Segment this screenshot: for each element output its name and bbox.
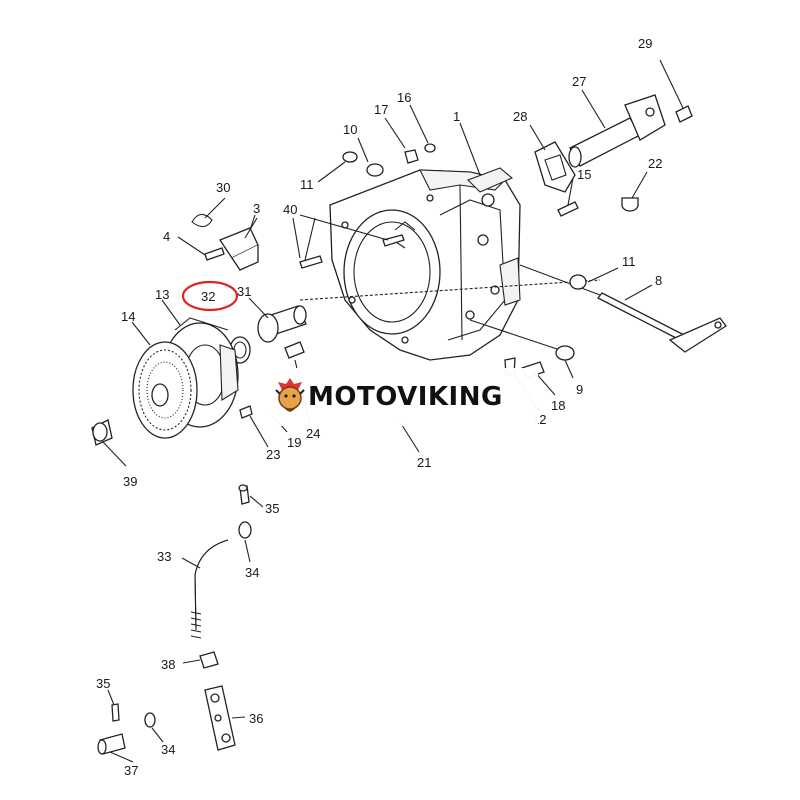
label-3: 3 <box>253 201 261 216</box>
label-23: 23 <box>266 447 281 462</box>
label-27: 27 <box>572 74 587 89</box>
part-36-lever <box>204 685 236 751</box>
part-28-gasket <box>534 141 576 193</box>
part-34-washer-lower <box>144 712 156 728</box>
viking-logo-icon <box>275 378 305 412</box>
part-38-nut <box>199 651 219 669</box>
part-29-bolt <box>659 59 693 123</box>
part-3-release-fork <box>219 214 259 271</box>
part-9-plug <box>555 345 575 361</box>
part-24-fitting <box>284 341 305 359</box>
label-1: 1 <box>453 109 461 124</box>
label-32: 32 <box>201 289 216 304</box>
label-11-right: 11 <box>622 254 636 269</box>
label-21: 21 <box>417 455 432 470</box>
highlight-circle-32 <box>181 280 239 312</box>
watermark: MOTOVIKING <box>262 368 538 426</box>
part-23-bolt <box>239 405 253 419</box>
label-37: 37 <box>124 763 139 778</box>
part-40-stud-b <box>382 234 405 247</box>
label-16: 16 <box>397 90 412 105</box>
label-31: 31 <box>237 284 252 299</box>
label-11-top: 11 <box>300 177 314 192</box>
part-22-plug <box>621 197 639 212</box>
label-19: 19 <box>287 435 302 450</box>
label-34-upper: 34 <box>245 565 260 580</box>
label-4: 4 <box>163 229 171 244</box>
part-30-spring <box>191 213 213 228</box>
label-36: 36 <box>249 711 264 726</box>
part-27-shaft <box>568 94 666 168</box>
part-34-washer-upper <box>238 521 252 539</box>
label-8: 8 <box>655 273 663 288</box>
label-28: 28 <box>513 109 528 124</box>
watermark-text: MOTOVIKING <box>308 382 503 412</box>
part-35-bolt-lower <box>111 703 120 722</box>
label-15: 15 <box>577 167 592 182</box>
label-30: 30 <box>216 180 231 195</box>
label-13: 13 <box>155 287 170 302</box>
label-33: 33 <box>157 549 172 564</box>
label-39: 39 <box>123 474 138 489</box>
label-18: 18 <box>551 398 566 413</box>
label-34-lower: 34 <box>161 742 176 757</box>
part-37-pin <box>97 733 126 755</box>
part-40-stud-a <box>299 255 323 269</box>
label-14: 14 <box>121 309 136 324</box>
part-39-bushing <box>91 419 113 446</box>
label-17: 17 <box>374 102 389 117</box>
label-22: 22 <box>648 156 663 171</box>
label-38: 38 <box>161 657 176 672</box>
part-10-clip <box>342 151 358 163</box>
label-40: 40 <box>283 202 298 217</box>
part-16-washer <box>424 143 436 153</box>
part-11-bushing-top <box>366 163 384 177</box>
clutch-housing <box>329 167 521 361</box>
part-33-rod <box>190 539 229 639</box>
label-29: 29 <box>638 36 653 51</box>
label-35-upper: 35 <box>265 501 280 516</box>
part-4-pin <box>204 247 225 261</box>
part-8-shaft <box>596 292 727 353</box>
part-17-nut <box>404 149 419 164</box>
part-11-bushing <box>569 274 587 290</box>
part-15-pin <box>557 201 579 217</box>
label-10: 10 <box>343 122 358 137</box>
part-14-clutch-disc <box>132 341 198 439</box>
part-31-sleeve <box>257 305 307 343</box>
part-35-bolt-upper <box>238 484 250 505</box>
label-9: 9 <box>576 382 584 397</box>
label-24: 24 <box>306 426 321 441</box>
label-35-lower: 35 <box>96 676 111 691</box>
